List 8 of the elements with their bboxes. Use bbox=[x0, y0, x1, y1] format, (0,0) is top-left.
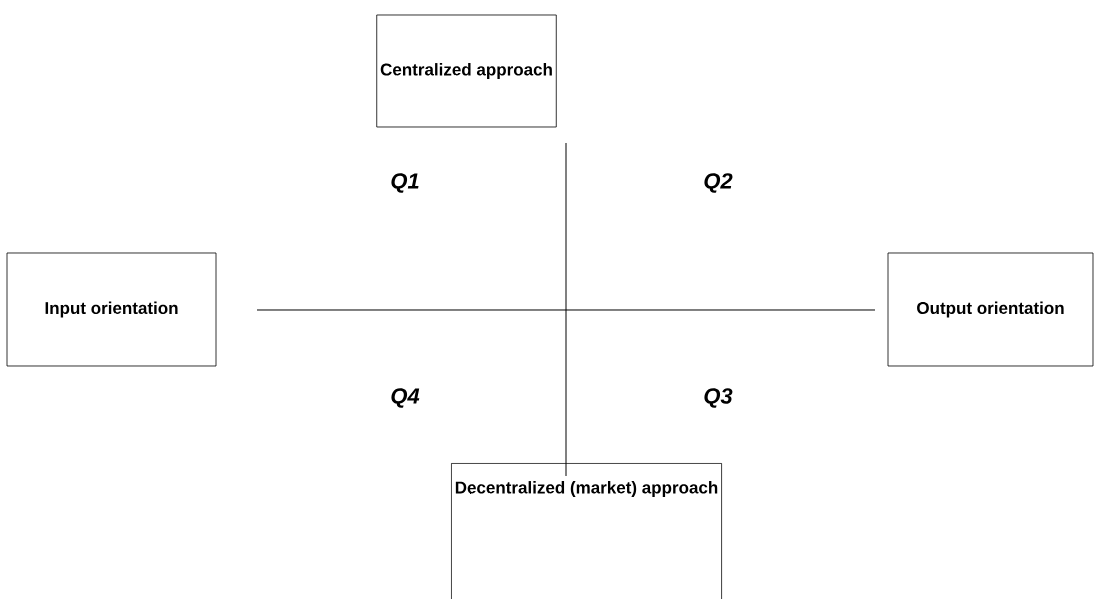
text-box: Input orientation bbox=[6, 252, 217, 367]
quadrant-label: Q3 bbox=[704, 388, 733, 408]
text-box: Output orientation bbox=[887, 252, 1094, 367]
text-box: Centralized approach bbox=[376, 14, 557, 128]
quadrant-label: Q2 bbox=[704, 173, 733, 193]
text-box: Decentralized (market) approach bbox=[451, 463, 723, 599]
quadrant-label: Q1 bbox=[391, 173, 419, 193]
quadrant-label: Q4 bbox=[391, 388, 420, 408]
